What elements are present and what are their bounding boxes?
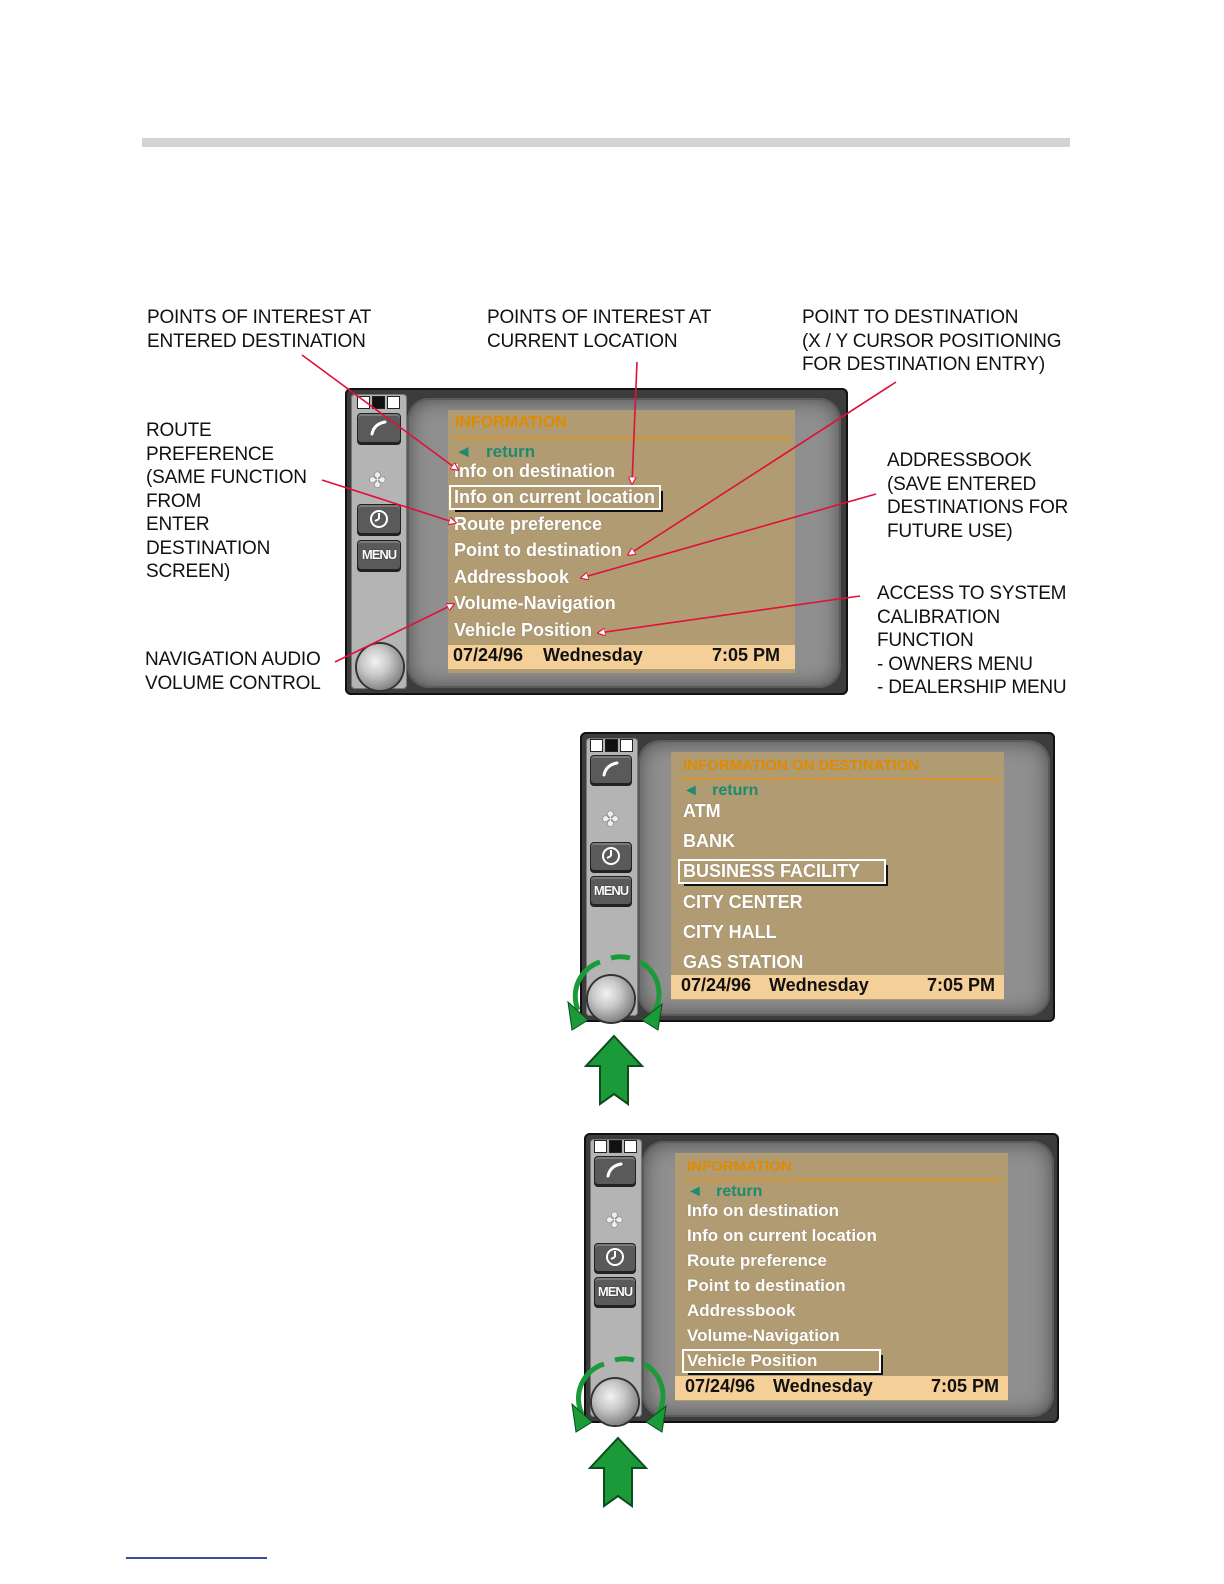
nav-unit-destination-info: ✤ MENU INFORMATION ON DESTINATION ◄ retu… [580,732,1055,1022]
menu-button[interactable]: MENU [357,540,401,570]
menu-item-route-preference[interactable]: Route preference [454,514,603,534]
clock-icon [602,847,620,865]
menu-item-vehicle-position[interactable]: Vehicle Position [681,1349,882,1373]
poi-item-city-hall[interactable]: CITY HALL [683,922,777,942]
fan-icon: ✤ [369,470,386,492]
poi-item-bank[interactable]: BANK [683,831,735,851]
clock-icon [606,1248,624,1266]
return-link[interactable]: ◄ return [683,782,759,799]
status-day: Wednesday [543,645,643,665]
callout-calibration: ACCESS TO SYSTEM CALIBRATION FUNCTION - … [877,583,1067,698]
screen-information-selected: INFORMATION ◄ return Info on destination… [675,1153,1008,1401]
callout-route-preference: ROUTE PREFERENCE (SAME FUNCTION FROM ENT… [146,420,307,582]
screen-title: INFORMATION ON DESTINATION [683,757,920,774]
poi-item-business-facility[interactable]: BUSINESS FACILITY [677,859,887,884]
callout-poi-current: POINTS OF INTEREST AT CURRENT LOCATION [487,307,712,352]
clock-button[interactable] [357,504,401,534]
menu-button[interactable]: MENU [594,1277,636,1306]
menu-item-addressbook[interactable]: Addressbook [454,567,570,587]
clock-icon [370,510,388,528]
clock-button[interactable] [594,1243,636,1272]
status-date: 07/24/96 [681,975,752,995]
status-time: 7:05 PM [931,1376,1000,1396]
phone-icon [370,420,387,436]
status-bar: 07/24/96 Wednesday 7:05 PM [448,645,795,669]
footer-rule [126,1557,267,1559]
menu-item-point-to-destination[interactable]: Point to destination [454,540,622,560]
menu-item-volume-navigation[interactable]: Volume-Navigation [454,593,616,613]
indicator-square [590,739,603,752]
poi-item-city-center[interactable]: CITY CENTER [683,892,803,912]
push-arrow-icon [583,1034,645,1106]
phone-button[interactable] [590,755,632,784]
callout-poi-entered: POINTS OF INTEREST AT ENTERED DESTINATIO… [147,307,372,352]
callout-point-to-destination: POINT TO DESTINATION (X / Y CURSOR POSIT… [802,307,1062,375]
menu-item-info-destination[interactable]: Info on destination [687,1201,840,1220]
status-date: 07/24/96 [453,645,524,665]
indicator-square [357,396,370,409]
indicator-square [387,396,400,409]
rotary-knob[interactable] [592,1379,638,1425]
title-rule [681,778,999,780]
phone-icon [602,761,619,777]
menu-item-volume-navigation[interactable]: Volume-Navigation [687,1326,840,1345]
screen-title: INFORMATION [687,1158,792,1175]
status-bar: 07/24/96 Wednesday 7:05 PM [675,1376,1008,1400]
rotary-knob[interactable] [357,644,403,690]
screen-title: INFORMATION [455,414,567,431]
rotary-knob[interactable] [588,976,634,1022]
menu-item-vehicle-position[interactable]: Vehicle Position [454,620,593,640]
status-day: Wednesday [769,975,869,995]
title-rule [685,1179,1003,1181]
phone-button[interactable] [357,413,401,443]
indicator-square [620,739,633,752]
menu-button[interactable]: MENU [590,876,632,905]
indicator-square [594,1140,607,1153]
title-rule [454,437,790,439]
indicator-square [624,1140,637,1153]
status-day: Wednesday [773,1376,873,1396]
header-rule [142,138,1070,147]
menu-item-info-current-location[interactable]: Info on current location [687,1226,877,1245]
clock-button[interactable] [590,842,632,871]
status-time: 7:05 PM [927,975,996,995]
callout-addressbook: ADDRESSBOOK (SAVE ENTERED DESTINATIONS F… [887,450,1069,542]
menu-item-addressbook[interactable]: Addressbook [687,1301,796,1320]
callout-audio-volume: NAVIGATION AUDIO VOLUME CONTROL [145,649,321,694]
return-link[interactable]: ◄ return [455,442,536,461]
fan-icon: ✤ [602,809,619,831]
status-date: 07/24/96 [685,1376,756,1396]
poi-item-atm[interactable]: ATM [683,801,721,821]
fan-icon: ✤ [606,1210,623,1232]
menu-item-info-destination[interactable]: Info on destination [454,461,615,481]
indicator-square [609,1140,622,1153]
status-time: 7:05 PM [712,645,781,665]
indicator-square [372,396,385,409]
screen-information-on-destination: INFORMATION ON DESTINATION ◄ return ATM … [671,752,1004,1000]
screen-information: INFORMATION ◄ return Info on destination… [448,410,795,673]
menu-item-info-current-location[interactable]: Info on current location [449,485,661,510]
nav-unit-vehicle-position: ✤ MENU INFORMATION ◄ return Info on dest… [584,1133,1059,1425]
nav-unit-main: ✤ MENU INFORMATION ◄ return Info on dest… [345,388,848,695]
return-link[interactable]: ◄ return [687,1183,763,1200]
indicator-square [605,739,618,752]
phone-button[interactable] [594,1156,636,1185]
phone-icon [606,1162,623,1178]
menu-item-point-to-destination[interactable]: Point to destination [687,1276,846,1295]
menu-item-route-preference[interactable]: Route preference [687,1251,827,1270]
status-bar: 07/24/96 Wednesday 7:05 PM [671,975,1004,999]
push-arrow-icon [587,1436,649,1508]
poi-item-gas-station[interactable]: GAS STATION [683,952,804,972]
